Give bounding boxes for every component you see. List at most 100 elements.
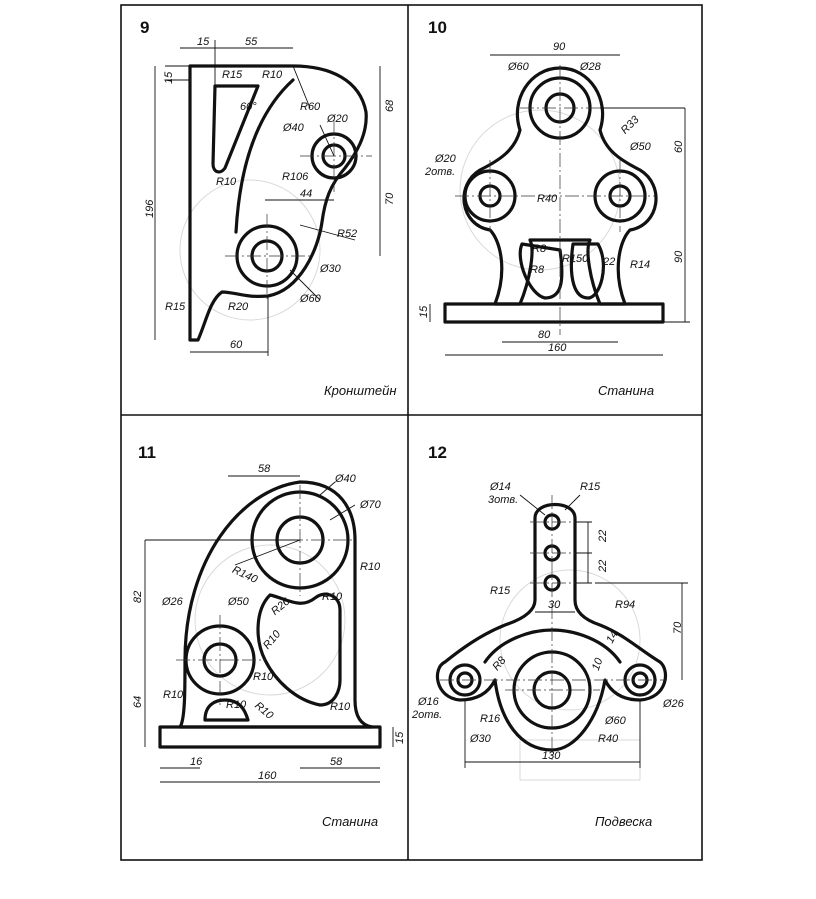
dimension-label: R10 [216,176,237,188]
dimension-label: 22 [597,560,609,573]
dimension-label: 70 [384,192,396,205]
dimension-label: 60 [230,339,243,351]
dimension-label: 160 [548,342,567,354]
dimension-label: R52 [337,228,357,240]
part-outline [435,503,668,752]
dimension-label: R10 [262,69,283,81]
part-name: Станина [598,383,654,398]
dimension-label: R40 [537,193,558,205]
dimension-label: Ø60 [507,61,530,73]
dimension-label: Ø40 [334,473,357,485]
panel-number: 10 [428,18,447,37]
panel-number: 9 [140,18,149,37]
dimension-label: R20 [228,301,249,313]
dimension-label: Ø40 [282,122,305,134]
dimension-label: Ø16 [417,696,440,708]
panel-10: 10 Станина [418,18,690,398]
dimension-label: R16 [480,713,501,725]
dimension-labels: 15 55 R15 R10 60° 15 R60 Ø40 Ø20 68 R106… [144,36,396,351]
dimension-label: 90 [673,250,685,263]
panel-9: 9 Кронштейн [140,18,397,398]
dimension-label: R26 [269,595,293,618]
dimension-label: 15 [394,731,406,744]
dimension-label: 196 [144,199,156,218]
dimension-label: R8 [530,264,545,276]
dimension-label: 14 [604,629,621,646]
dimension-label: R14 [630,259,650,271]
dimension-lines [144,475,394,783]
part-outline [188,64,368,342]
dimension-label: Ø20 [434,153,457,165]
dimension-label: Ø30 [469,733,492,745]
dimension-label: 130 [542,750,561,762]
dimension-label: 68 [384,99,396,112]
dimension-label: R10 [226,699,247,711]
dimension-label: Ø60 [299,293,322,305]
center-lines [440,495,665,760]
dimension-label: R10 [261,628,284,652]
dimension-label: R106 [282,171,309,183]
dimension-label: 16 [190,756,203,768]
dimension-label: 2отв. [411,709,442,721]
dimension-label: 30 [548,599,561,611]
ghost-show-through [179,109,641,781]
dimension-labels: Ø14 3отв. R15 22 22 R15 30 R94 14 70 R8 … [411,481,685,762]
dimension-label: 70 [672,621,684,634]
dimension-label: R8 [532,243,547,255]
center-lines [455,65,655,335]
dimension-label: Ø50 [629,141,652,153]
panel-number: 12 [428,443,447,462]
dimension-label: 90 [553,41,566,53]
dimension-label: 44 [300,188,312,200]
dimension-label: R15 [580,481,601,493]
dimension-label: 60 [673,140,685,153]
dimension-label: 3отв. [488,494,518,506]
dimension-label: 58 [258,463,271,475]
dimension-label: R10 [322,591,343,603]
dimension-label: R140 [230,564,260,586]
dimension-label: R10 [163,689,184,701]
dimension-label: 160 [258,770,277,782]
dimension-label: 82 [132,591,144,603]
dimension-label: R10 [330,701,351,713]
panel-12: 12 Подвеска [411,443,688,829]
dimension-label: 55 [245,36,258,48]
dimension-label: 22 [597,530,609,543]
panel-number: 11 [138,443,156,462]
dimension-label: Ø26 [161,596,184,608]
dimension-label: R10 [360,561,381,573]
dimension-label: 10 [590,656,606,672]
dimension-label: R15 [222,69,243,81]
dimension-label: 15 [418,305,430,318]
dimension-label: R94 [615,599,635,611]
dimension-label: Ø26 [662,698,685,710]
dimension-label: 15 [163,71,175,84]
dimension-label: Ø28 [579,61,602,73]
dimension-label: 2отв. [424,166,455,178]
part-name: Станина [322,814,378,829]
dimension-label: R60 [300,101,321,113]
dimension-label: 64 [132,696,144,708]
sheet-frame [120,4,703,861]
dimension-label: Ø70 [359,499,382,511]
panel-11: 11 Станина [132,443,406,829]
dimension-label: 58 [330,756,343,768]
dimension-lines [464,494,688,768]
dimension-lines [429,54,690,356]
part-name: Подвеска [595,814,652,829]
dimension-lines [154,40,381,356]
dimension-label: Ø14 [489,481,511,493]
dimension-label: R10 [253,671,274,683]
dimension-label: 80 [538,329,551,341]
dimension-label: Ø30 [319,263,342,275]
dimension-label: R150 [562,253,589,265]
dimension-label: R15 [165,301,186,313]
dimension-label: R40 [598,733,619,745]
part-name: Кронштейн [324,383,397,398]
dimension-labels: 58 Ø40 Ø70 R10 R140 82 Ø26 Ø50 R26 R10 R… [132,463,406,782]
dimension-label: 15 [197,36,210,48]
dimension-label: R33 [619,113,642,136]
dimension-label: Ø20 [326,113,349,125]
dimension-label: Ø50 [227,596,250,608]
